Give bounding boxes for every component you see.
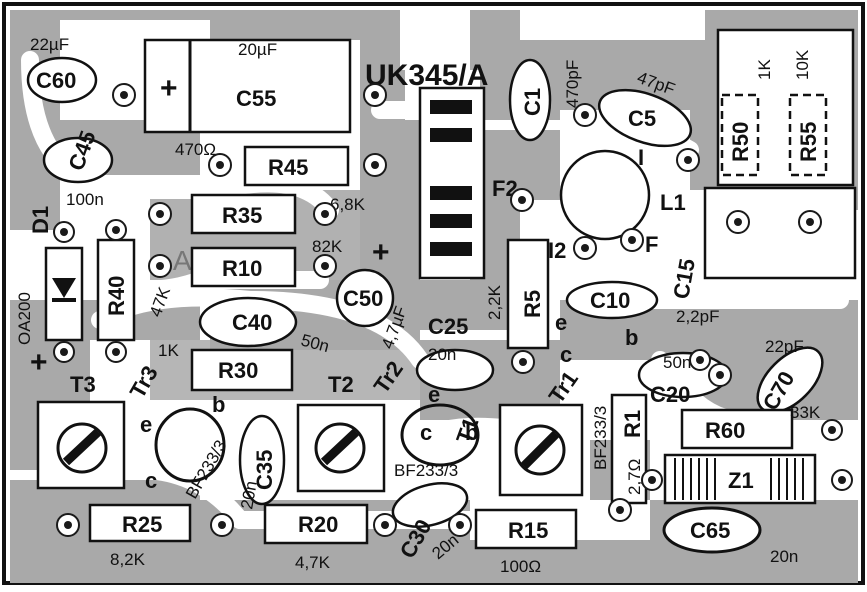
r40-ref: R40	[104, 276, 129, 316]
c55-ref: C55	[236, 86, 276, 111]
c45-body	[42, 136, 114, 184]
c35-value: 20n	[237, 479, 261, 510]
tr1-pin-b: b	[625, 325, 638, 350]
r25-body	[88, 503, 192, 543]
r50-ref: R50	[728, 122, 753, 162]
r60-value: 33K	[790, 403, 821, 422]
r5-ref: R5	[520, 290, 545, 318]
board-title: UK345/A	[365, 59, 488, 92]
r15-body	[474, 508, 578, 550]
r15-ref: R15	[508, 518, 548, 543]
c25-body	[415, 348, 495, 392]
r45-value: 470Ω	[175, 140, 216, 159]
c40-ref: C40	[232, 310, 272, 335]
r1-body	[610, 393, 648, 505]
c35-body	[238, 414, 286, 506]
r5-value: 2,2K	[485, 284, 504, 320]
c25-ref: C25	[428, 314, 468, 339]
c60-body	[26, 56, 98, 104]
r55-ref: R55	[796, 122, 821, 162]
r20-value: 4,7K	[295, 553, 331, 572]
c55-plus: +	[160, 72, 178, 105]
r50-value: 1K	[755, 59, 774, 80]
c5-ref: C5	[628, 106, 656, 131]
tr3-pin-c: c	[145, 468, 157, 493]
c10-value: 2,2pF	[676, 307, 719, 326]
c45-value: 100n	[66, 190, 104, 209]
r25-value: 8,2K	[110, 550, 146, 569]
c1-body	[508, 58, 552, 142]
r30-ref: R30	[218, 358, 258, 383]
tr3-pin-e: e	[140, 412, 152, 437]
c5-body	[597, 88, 693, 148]
tr1-type: BF233/3	[591, 406, 610, 470]
r55-value: 10K	[793, 49, 812, 80]
c65-body	[662, 506, 762, 554]
l1-coil	[559, 149, 651, 241]
tr3-pin-b: b	[212, 392, 225, 417]
r60-ref: R60	[705, 418, 745, 443]
c10-ref: C10	[590, 288, 630, 313]
r35-body	[190, 193, 297, 235]
r1-value: 2,7Ω	[625, 459, 644, 495]
t3-ref: T3	[70, 372, 96, 397]
c70-value: 22pF	[765, 337, 804, 356]
c1-ref: C1	[520, 88, 545, 116]
r10-value: 82K	[312, 237, 343, 256]
tr2-pin-c: c	[420, 420, 432, 445]
r30-value: 1K	[158, 341, 179, 360]
r60-body	[680, 408, 794, 450]
r35-ref: R35	[222, 203, 262, 228]
r15-value: 100Ω	[500, 557, 541, 576]
trimmer-housing	[703, 186, 857, 280]
l1-pin-f: F	[645, 232, 658, 257]
r30-body	[190, 348, 294, 392]
c25-value: 20n	[428, 345, 456, 364]
c60-value: 22µF	[30, 35, 69, 54]
c60-ref: C60	[36, 68, 76, 93]
r5-body	[506, 238, 550, 350]
c65-ref: C65	[690, 518, 730, 543]
z1-ref: Z1	[728, 468, 754, 493]
c20-value: 50n	[663, 353, 691, 372]
c65-value: 20n	[770, 547, 798, 566]
d1-plus: +	[30, 346, 48, 379]
r1-ref: R1	[620, 410, 645, 438]
tr1-pin-e: e	[555, 310, 567, 335]
t2-ref: T2	[328, 372, 354, 397]
d1-value: OA200	[15, 292, 34, 345]
tr2-pin-e: e	[428, 382, 440, 407]
r45-ref: R45	[268, 155, 308, 180]
c1-value: 470pF	[563, 60, 582, 108]
c35-ref: C35	[252, 450, 277, 490]
c55-body	[143, 38, 352, 134]
c50-body	[335, 268, 395, 328]
c20-ref: C20	[650, 382, 690, 407]
r10-ref: R10	[222, 256, 262, 281]
r20-body	[263, 503, 369, 545]
solder-pads	[53, 83, 853, 537]
d1-body	[44, 246, 84, 342]
c10-body	[565, 280, 659, 320]
c55-value: 20µF	[238, 40, 277, 59]
r45-body	[243, 145, 350, 187]
r35-value: 6,8K	[330, 195, 366, 214]
c40-body	[198, 296, 298, 348]
r50-r55-case	[716, 28, 855, 187]
c30-body	[391, 482, 469, 528]
l1-pin-i2: I2	[548, 238, 566, 263]
l1-ref: L1	[660, 190, 686, 215]
tr1-pin-c: c	[560, 342, 572, 367]
r20-ref: R20	[298, 512, 338, 537]
c50-ref: C50	[343, 286, 383, 311]
r10-body	[190, 246, 297, 288]
l1-pin-i: I	[638, 145, 644, 170]
r25-ref: R25	[122, 512, 162, 537]
c70-body	[756, 346, 824, 414]
d1-ref: D1	[28, 206, 53, 234]
c50-plus: +	[372, 236, 390, 269]
